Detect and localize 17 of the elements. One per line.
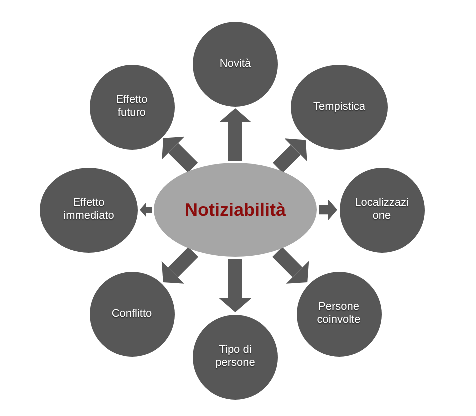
topic-label: Persone coinvolte [316, 301, 362, 327]
block-arrow [140, 203, 152, 217]
topic-label: Effetto immediato [62, 197, 116, 223]
block-arrow [219, 259, 252, 312]
topic-label: Effetto futuro [115, 94, 149, 120]
topic-label: Novità [220, 58, 252, 70]
topic-label: Conflitto [112, 308, 152, 320]
block-arrow [319, 199, 338, 221]
block-arrow [273, 138, 308, 173]
block-arrow [162, 136, 198, 173]
block-arrow [162, 247, 198, 284]
central-title: Notiziabilità [184, 199, 286, 221]
topic-label: Localizzazi one [354, 197, 410, 223]
block-arrow [272, 247, 310, 284]
topic-label: Tempistica [314, 100, 366, 114]
block-arrow [219, 108, 252, 161]
topic-label: Tipo di persone [214, 344, 256, 370]
